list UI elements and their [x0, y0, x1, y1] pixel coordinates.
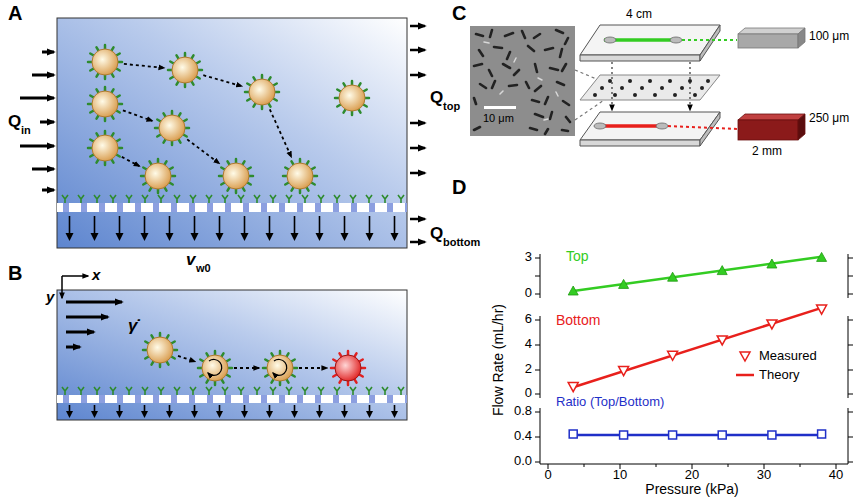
axis-title: Pressure (kPa) [645, 481, 738, 497]
sem-image [470, 26, 575, 136]
axis-title: Flow Rate (mL/hr) [490, 304, 506, 416]
panel-letter: D [452, 176, 466, 199]
axis-arrows [62, 276, 88, 298]
rolling-particles [143, 333, 365, 385]
series-label: Ratio (Top/Bottom) [556, 395, 664, 410]
device-membrane [580, 75, 720, 100]
dimension-label: 2 mm [752, 145, 782, 159]
tick-label: 0 [525, 386, 532, 401]
velocity-symbol: v [186, 250, 195, 270]
trajectory-arrows [122, 64, 291, 166]
particles [88, 45, 369, 193]
flow-symbol: Q [8, 112, 21, 132]
tick-label: 4 [525, 337, 532, 352]
tick-label: 0 [525, 286, 532, 301]
inlet-arrows [20, 52, 54, 190]
dimension-label: 4 cm [626, 8, 652, 22]
channel-cross-sections [738, 28, 805, 140]
tick-label: 0.8 [514, 404, 532, 419]
axis-symbol: y [46, 288, 54, 305]
legend-text: Measured [759, 349, 817, 364]
bottom-markers [568, 305, 826, 392]
legend-item: Measured [735, 349, 817, 364]
tick-label: 30 [757, 468, 771, 483]
velocity-subscript: w0 [196, 262, 211, 275]
shear-arrows [66, 302, 122, 347]
panel-letter: A [8, 2, 22, 25]
dimension-label: 250 μm [809, 112, 849, 126]
flow-symbol: Q [430, 88, 443, 108]
series-label: Top [566, 248, 589, 264]
assembly-arrows [612, 62, 690, 110]
flow-symbol: Q [430, 224, 443, 244]
panel-letter: C [452, 2, 466, 25]
shear-rate-symbol: γ̇ [128, 316, 137, 336]
axis-symbol: x [92, 266, 100, 283]
legend-item: Theory [735, 368, 799, 383]
tick-label: 0.0 [514, 454, 532, 469]
tick-label: 0 [544, 468, 551, 483]
panel-letter: B [8, 262, 22, 285]
ratio-markers [569, 430, 825, 439]
tick-label: 40 [829, 468, 843, 483]
scale-label: 10 μm [483, 112, 514, 125]
series-label: Bottom [556, 312, 600, 328]
dimension-label: 100 μm [809, 30, 849, 44]
legend-text: Theory [759, 368, 799, 383]
tick-label: 10 [613, 468, 627, 483]
flow-subscript: top [443, 100, 460, 113]
outlet-arrows [410, 26, 425, 242]
tick-label: 6 [525, 312, 532, 327]
tick-label: 2 [525, 362, 532, 377]
tick-label: 3 [525, 250, 532, 265]
device-top-layer [580, 25, 737, 61]
rolling-chamber [57, 290, 407, 420]
chart-axes [535, 254, 853, 469]
flow-subscript: in [21, 124, 31, 137]
tick-label: 0.4 [514, 429, 532, 444]
flow-chamber [57, 18, 407, 248]
flow-subscript: bottom [443, 236, 480, 249]
top-markers [568, 252, 826, 295]
legend-swatch [735, 368, 755, 382]
tick-label: 20 [685, 468, 699, 483]
device-bottom-layer [580, 112, 737, 146]
rolling-arrows [178, 356, 327, 368]
legend-swatch [735, 349, 755, 363]
